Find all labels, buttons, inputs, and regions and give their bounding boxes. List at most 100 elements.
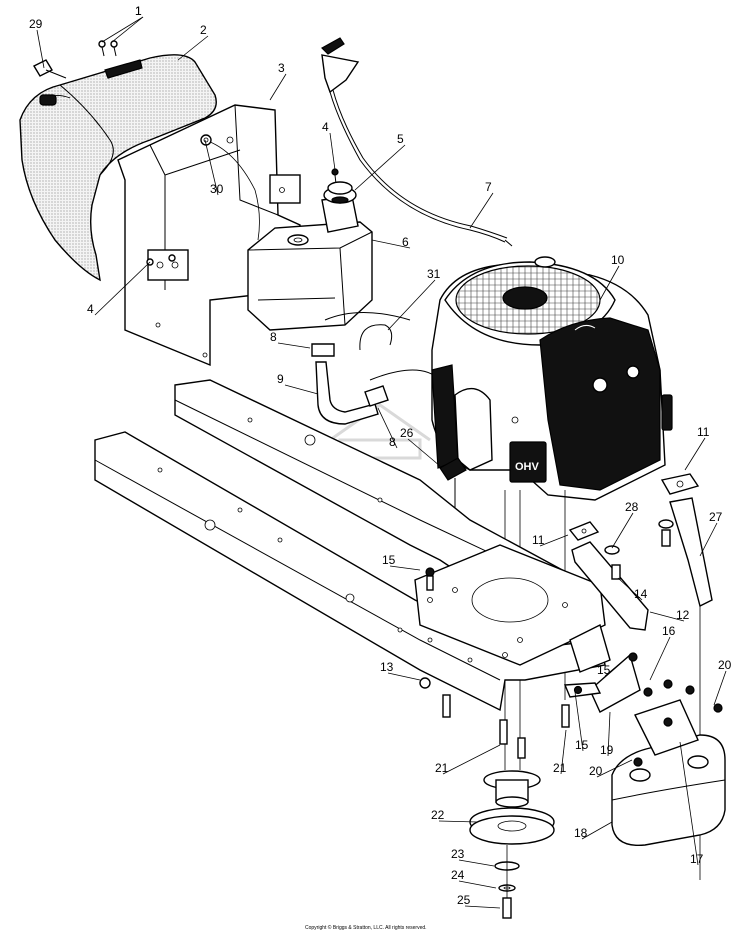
callout-number: 29 xyxy=(29,17,43,31)
callout-1: 1 xyxy=(111,4,144,43)
callout-number: 20 xyxy=(589,764,603,778)
exhaust-pipes xyxy=(568,473,713,631)
callout-number: 24 xyxy=(451,868,465,882)
callout-number: 25 xyxy=(457,893,471,907)
leader-line xyxy=(101,16,144,43)
hood-shroud xyxy=(19,54,217,282)
callout-number: 16 xyxy=(662,624,676,638)
leader-line xyxy=(458,880,497,889)
callout-number: 22 xyxy=(431,808,445,822)
leader-line xyxy=(679,741,699,866)
callout-number: 11 xyxy=(532,533,545,547)
callout-number: 11 xyxy=(697,425,710,439)
callout-21b: 21 xyxy=(553,729,567,775)
callout-number: 15 xyxy=(575,738,589,752)
callout-25: 25 xyxy=(457,893,501,909)
leader-line xyxy=(649,611,685,622)
callout-number: 8 xyxy=(389,435,396,449)
leader-line xyxy=(604,654,631,677)
callout-15b: 15 xyxy=(597,654,631,677)
leader-line xyxy=(560,729,567,775)
leader-line xyxy=(599,265,620,301)
leader-line xyxy=(204,139,219,196)
leader-line xyxy=(458,859,495,867)
callout-number: 4 xyxy=(322,120,329,134)
bolts xyxy=(419,567,695,759)
leader-line xyxy=(596,759,633,778)
leader-line xyxy=(442,744,501,775)
callout-number: 17 xyxy=(690,852,704,866)
copyright-text: Copyright © Briggs & Stratton, LLC. All … xyxy=(305,924,427,931)
leader-line xyxy=(699,522,718,557)
callout-29: 29 xyxy=(29,17,45,69)
callout-8b: 8 xyxy=(377,407,398,449)
callout-11: 11 xyxy=(684,425,710,471)
muffler xyxy=(611,699,726,847)
callout-14: 14 xyxy=(617,577,648,601)
leader-line xyxy=(277,342,311,349)
callout-number: 21 xyxy=(553,761,567,775)
callout-3: 3 xyxy=(269,61,287,101)
leader-line xyxy=(371,239,411,249)
leader-line xyxy=(389,565,421,571)
callout-number: 7 xyxy=(485,180,492,194)
callout-number: 30 xyxy=(210,182,224,196)
leader-line xyxy=(284,384,319,395)
leader-line xyxy=(377,407,398,449)
callout-26: 26 xyxy=(400,426,441,467)
callout-number: 14 xyxy=(634,587,648,601)
callout-31: 31 xyxy=(387,267,441,331)
callout-number: 4 xyxy=(87,302,94,316)
bushing-part-30 xyxy=(200,134,212,146)
callout-19: 19 xyxy=(600,711,614,757)
leader-line xyxy=(111,16,144,43)
callout-number: 15 xyxy=(597,663,611,677)
callout-27: 27 xyxy=(699,510,723,557)
callout-7: 7 xyxy=(469,180,494,229)
callout-8: 8 xyxy=(270,330,311,349)
callout-24: 24 xyxy=(451,868,497,889)
callout-5: 5 xyxy=(354,132,406,191)
callout-28: 28 xyxy=(611,500,639,549)
leader-line xyxy=(269,73,287,101)
leader-line xyxy=(387,672,421,681)
callout-20b: 20 xyxy=(589,759,633,778)
callout-21: 21 xyxy=(435,744,501,775)
leader-line xyxy=(36,29,45,69)
callout-20: 20 xyxy=(713,658,732,706)
fuel-line xyxy=(311,312,441,425)
leader-line xyxy=(387,279,436,331)
callout-number: 12 xyxy=(676,608,690,622)
callout-4: 4 xyxy=(322,120,336,171)
callout-17: 17 xyxy=(679,741,704,866)
hood-knob xyxy=(33,59,67,79)
callout-9: 9 xyxy=(277,372,319,395)
callout-number: 15 xyxy=(382,553,396,567)
callout-4b: 4 xyxy=(87,261,151,316)
leader-line xyxy=(684,437,706,471)
callout-22: 22 xyxy=(431,808,479,823)
callout-23: 23 xyxy=(451,847,495,867)
leader-line xyxy=(649,636,671,681)
leader-line xyxy=(617,577,643,601)
leader-line xyxy=(407,438,441,467)
screws-part-1 xyxy=(98,40,118,57)
pulley-assembly xyxy=(469,770,555,919)
leader-line xyxy=(177,35,209,61)
callout-number: 9 xyxy=(277,372,284,386)
callout-number: 2 xyxy=(200,23,207,37)
callout-number: 26 xyxy=(400,426,414,440)
leader-line xyxy=(329,132,336,171)
frame xyxy=(94,379,611,712)
leader-line xyxy=(94,261,151,316)
callout-13: 13 xyxy=(380,660,421,681)
leader-line xyxy=(713,670,727,706)
callout-number: 20 xyxy=(718,658,732,672)
callout-number: 13 xyxy=(380,660,394,674)
callout-1b: 1 xyxy=(101,4,144,43)
leader-line xyxy=(581,821,613,840)
callout-number: 28 xyxy=(625,500,639,514)
callout-number: 1 xyxy=(135,4,142,18)
